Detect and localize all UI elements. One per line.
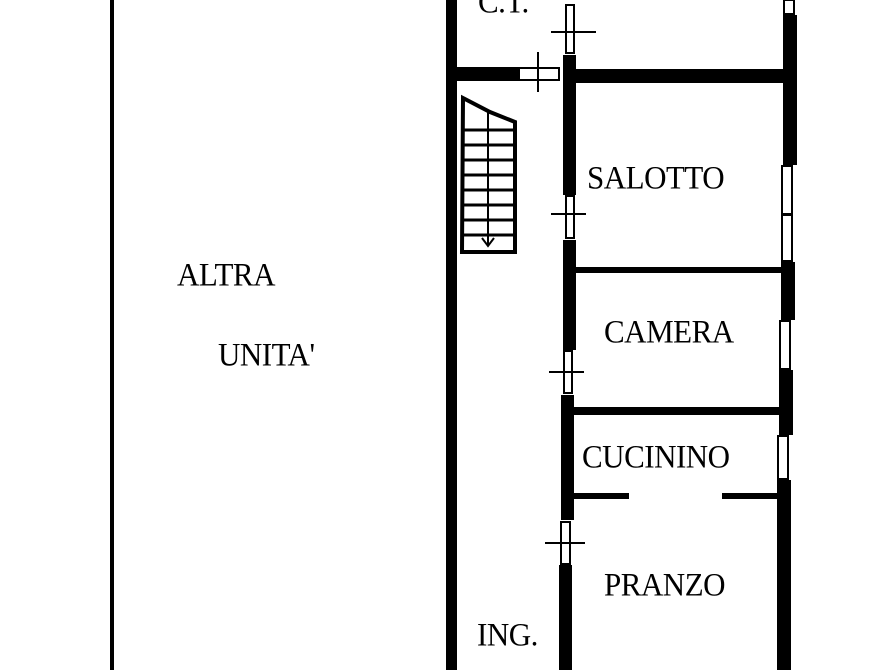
room-label-ct: C.T.: [478, 0, 529, 20]
window: [783, 0, 795, 15]
wall-camera-cucinino: [574, 407, 780, 415]
wall-central: [561, 395, 574, 520]
wall-right: [781, 262, 795, 320]
doors-windows: [518, 0, 795, 565]
window: [781, 165, 793, 215]
window: [777, 435, 789, 480]
room-label-unita: UNITA': [218, 336, 315, 373]
wall-ct-bottom: [457, 67, 519, 81]
wall-central: [563, 240, 576, 350]
wall-salotto-camera: [576, 267, 782, 273]
wall-cucinino-left: [574, 493, 629, 499]
window: [781, 214, 793, 262]
wall-left-thin: [110, 0, 114, 670]
wall-cucinino-right: [722, 493, 779, 499]
wall-central: [563, 55, 576, 195]
walls: [110, 0, 797, 670]
room-label-ingresso: ING.: [477, 616, 538, 653]
staircase: [459, 94, 517, 254]
window: [779, 320, 791, 370]
room-label-altra: ALTRA: [177, 256, 275, 293]
door-jamb: [565, 195, 575, 239]
wall-right: [779, 370, 793, 435]
wall-central: [559, 565, 572, 670]
room-label-salotto: SALOTTO: [587, 159, 725, 196]
wall-corridor-left: [446, 0, 457, 670]
room-label-cucinino: CUCININO: [582, 438, 730, 475]
wall-right: [777, 480, 791, 670]
room-label-camera: CAMERA: [604, 313, 734, 350]
wall-right: [783, 15, 797, 165]
wall-salotto-top: [576, 69, 784, 83]
door-jamb: [565, 4, 575, 54]
room-label-pranzo: PRANZO: [604, 566, 726, 603]
